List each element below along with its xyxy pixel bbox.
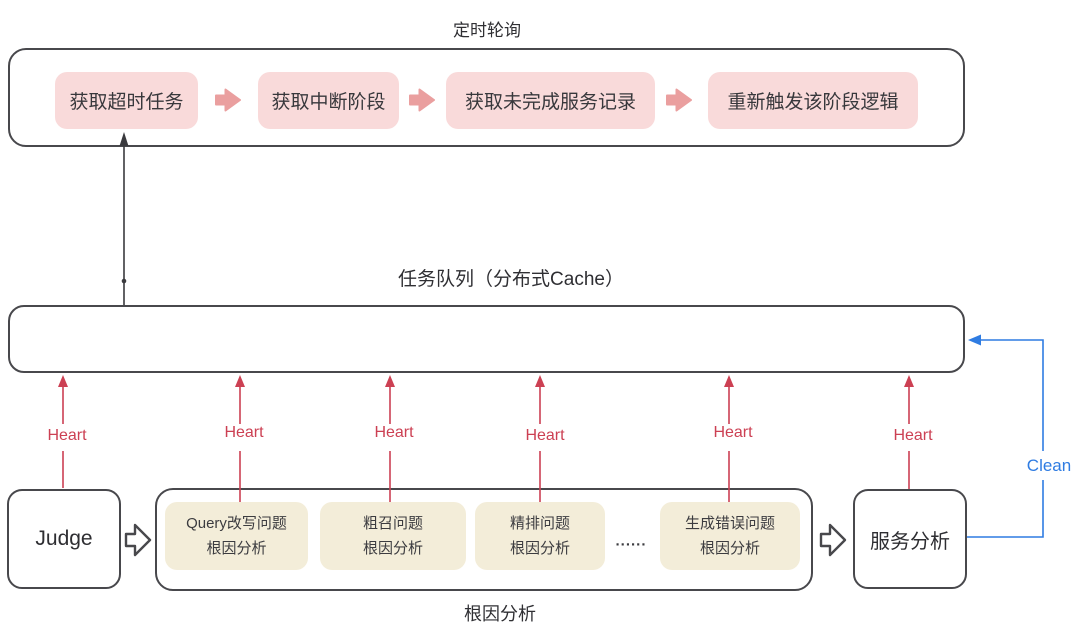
task-queue-container bbox=[8, 305, 965, 373]
flow-arrow-icon bbox=[409, 88, 435, 112]
hollow-arrow-icon bbox=[819, 523, 847, 557]
root-cause-item-line1: 生成错误问题 bbox=[684, 514, 775, 532]
clean-label: Clean bbox=[1026, 456, 1072, 475]
judge-node: Judge bbox=[7, 489, 121, 589]
heartbeat-label: Heart bbox=[374, 424, 414, 441]
root-cause-item-line1: 粗召问题 bbox=[362, 514, 423, 532]
root-cause-item-line1: 精排问题 bbox=[509, 514, 570, 532]
root-cause-item-query-rewrite: Query改写问题 根因分析 bbox=[165, 502, 308, 570]
timed-polling-title: 定时轮询 bbox=[453, 21, 521, 40]
flow-arrow-icon bbox=[666, 88, 692, 112]
heartbeat-label: Heart bbox=[47, 427, 87, 444]
root-cause-item-coarse-recall: 粗召问题 根因分析 bbox=[320, 502, 466, 570]
heartbeat-label: Heart bbox=[893, 427, 933, 444]
root-cause-item-line2: 根因分析 bbox=[362, 540, 423, 557]
root-cause-item-fine-ranking: 精排问题 根因分析 bbox=[475, 502, 605, 570]
root-cause-caption: 根因分析 bbox=[464, 604, 536, 624]
heartbeat-label: Heart bbox=[713, 424, 753, 441]
poll-trigger-arrow bbox=[119, 132, 129, 305]
root-cause-item-line1: Query改写问题 bbox=[186, 514, 287, 532]
root-cause-item-line2: 根因分析 bbox=[206, 540, 267, 557]
task-queue-title: 任务队列（分布式Cache） bbox=[398, 269, 624, 290]
step-fetch-interrupted-phase: 获取中断阶段 bbox=[258, 72, 399, 129]
root-cause-item-line2: 根因分析 bbox=[699, 540, 760, 557]
ellipsis-text: ...... bbox=[615, 532, 647, 550]
heartbeat-label: Heart bbox=[224, 424, 264, 441]
step-fetch-unfinished-records: 获取未完成服务记录 bbox=[446, 72, 655, 129]
flow-arrow-icon bbox=[215, 88, 241, 112]
root-cause-item-line2: 根因分析 bbox=[509, 540, 570, 557]
hollow-arrow-icon bbox=[124, 523, 152, 557]
heartbeat-label: Heart bbox=[525, 427, 565, 444]
service-analysis-node: 服务分析 bbox=[853, 489, 967, 589]
clean-arrow bbox=[967, 334, 1044, 538]
step-retrigger-phase-logic: 重新触发该阶段逻辑 bbox=[708, 72, 918, 129]
step-fetch-timeout-tasks: 获取超时任务 bbox=[55, 72, 198, 129]
root-cause-item-generation-error: 生成错误问题 根因分析 bbox=[660, 502, 800, 570]
